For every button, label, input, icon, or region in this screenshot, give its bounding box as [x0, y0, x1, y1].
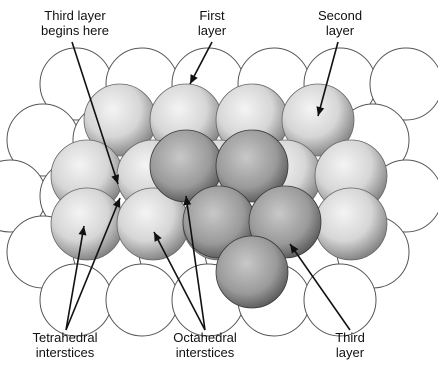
third-layer-label: Third layer — [310, 330, 390, 360]
first-layer-sphere — [304, 264, 376, 336]
second-layer-label: Second layer — [300, 8, 380, 38]
third-layer-begins-label: Third layer begins here — [20, 8, 130, 38]
first-layer-sphere — [106, 264, 178, 336]
second-layer-sphere — [51, 188, 123, 260]
third-layer-sphere — [216, 236, 288, 308]
octahedral-interstices-label: Octahedral interstices — [150, 330, 260, 360]
first-layer-label: First layer — [172, 8, 252, 38]
tetrahedral-interstices-label: Tetrahedral interstices — [10, 330, 120, 360]
second-layer-sphere — [315, 188, 387, 260]
